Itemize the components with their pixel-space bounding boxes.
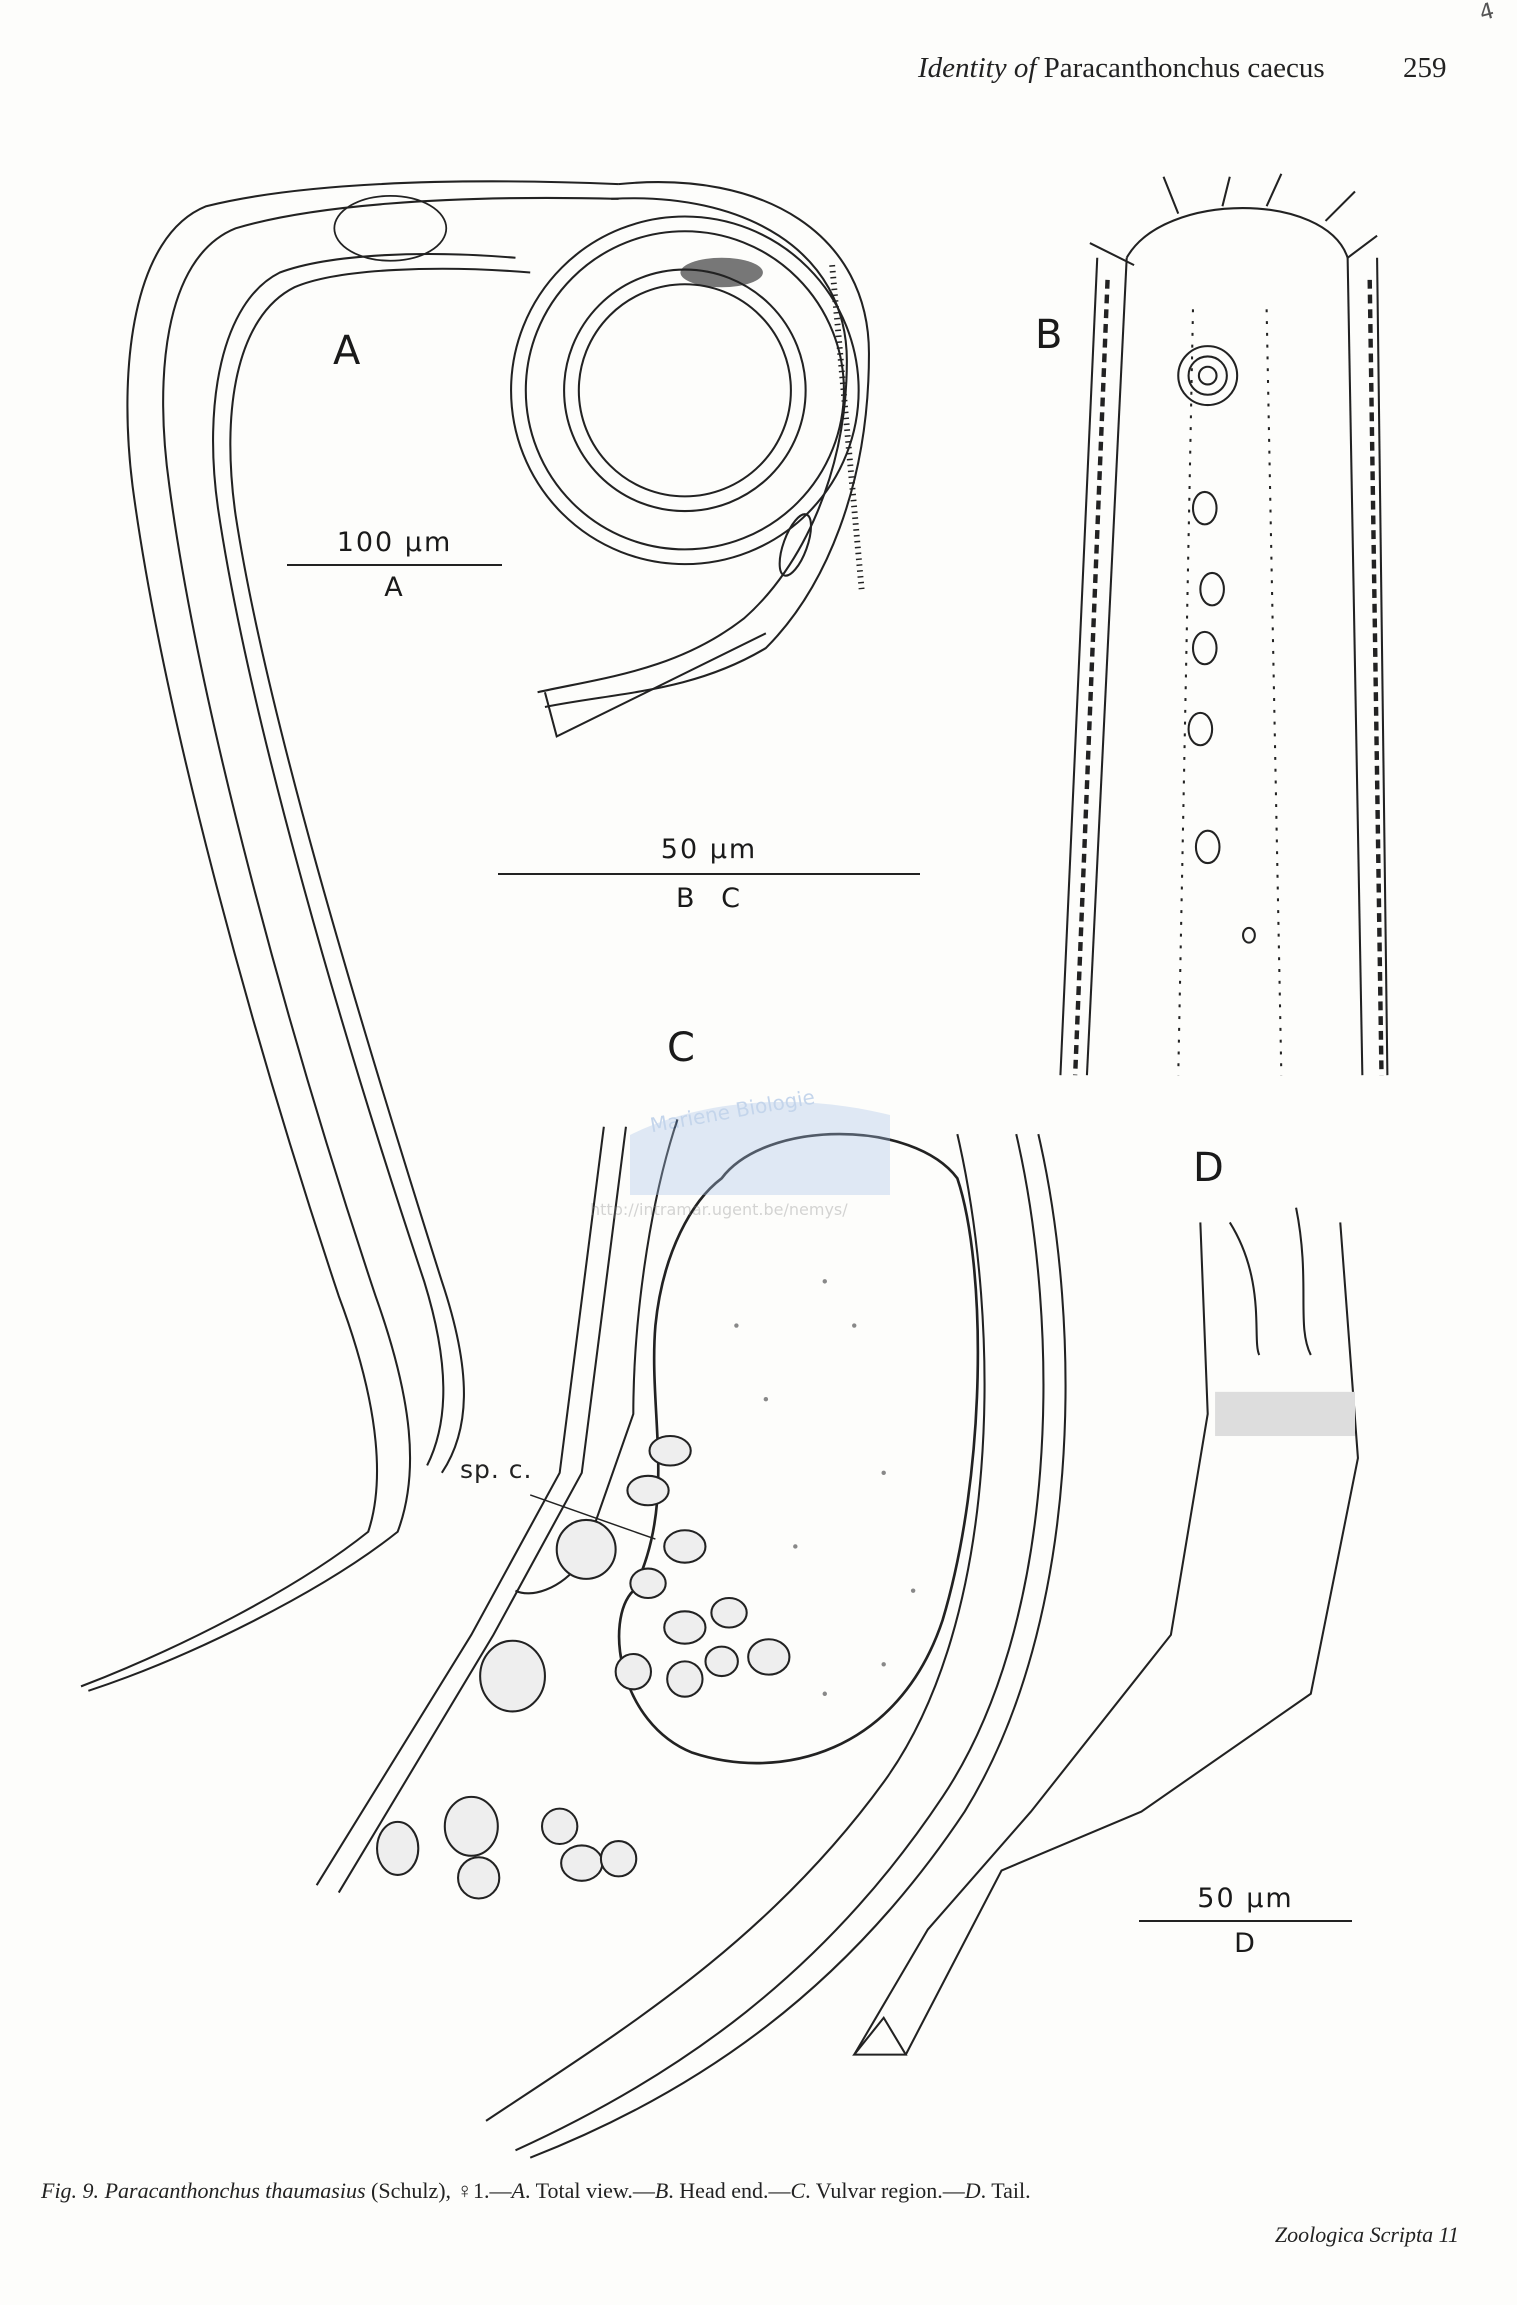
caption-species: Paracanthonchus thaumasius [104,2178,366,2203]
figure-a-body [80,180,870,1692]
caption-authority: (Schulz), ♀1.— [371,2178,512,2203]
caption-b-text: . Head end.— [668,2178,791,2203]
running-head-roman: Paracanthonchus caecus [1043,52,1325,84]
scale-bar-bc: 50 µm B C [498,834,920,914]
caption-d: D [964,2178,981,2203]
caption-fig-number: Fig. 9. [41,2178,100,2203]
scale-bar-value: 50 µm [660,834,758,865]
caption-b: B [654,2178,669,2203]
scale-bar-panels: D [1234,1928,1257,1959]
scale-bar-a: 100 µm A [287,527,502,603]
scale-bar-value: 50 µm [1197,1883,1294,1914]
journal-footer: Zoologica Scripta 11 [1274,2222,1459,2247]
scale-bar-d: 50 µm D [1139,1883,1352,1959]
scale-line [287,564,502,566]
scale-bar-panels: A [384,572,405,603]
figure-b-head [1059,173,1389,1076]
panel-label-c: C [667,1025,695,1071]
caption-c-text: . Vulvar region.— [805,2178,965,2203]
scale-bar-value: 100 µm [336,527,453,558]
running-head: Identity of Paracanthonchus caecus [918,52,1325,85]
running-head-italic: Identity of [918,52,1037,84]
caption-c: C [790,2178,806,2203]
scale-bar-panels: B C [676,883,742,914]
scale-line [498,873,920,875]
svg-text:http://intramar.ugent.be/nemys: http://intramar.ugent.be/nemys/ [590,1200,848,1219]
scale-line [1139,1920,1352,1922]
panel-label-b: B [1035,312,1063,358]
figure-c-vulva [315,1119,1067,2159]
annotation-sp-c: sp. c. [460,1455,533,1484]
panel-label-d: D [1193,1145,1224,1191]
figure-d-tail [852,1207,1359,2056]
caption-a: A [511,2178,525,2203]
page-number: 259 [1403,52,1447,84]
panel-label-a: A [333,328,361,374]
figure-caption: Fig. 9. Paracanthonchus thaumasius (Schu… [41,2178,1031,2204]
caption-a-text: . Total view.— [525,2178,655,2203]
caption-d-text: . Tail. [980,2178,1031,2203]
watermark-logo: Mariene Biologie http://intramar.ugent.b… [590,1085,890,1219]
